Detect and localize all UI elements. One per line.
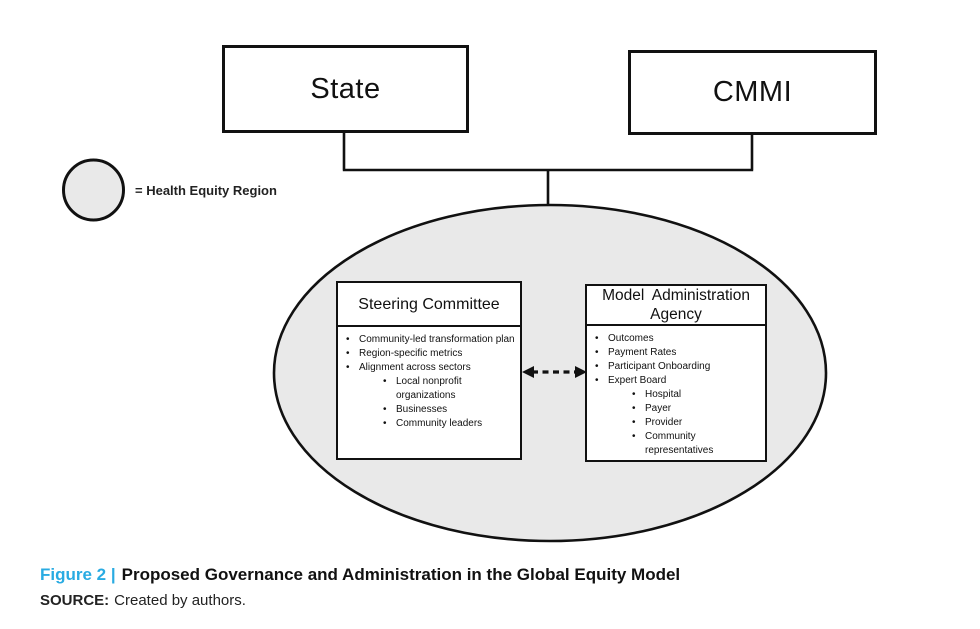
- list-item: • Region-specific metrics: [346, 347, 515, 361]
- list-item: • Participant Onboarding: [595, 360, 760, 374]
- steering-committee-title: Steering Committee: [338, 283, 520, 327]
- list-item: • Community-led transformation plan: [346, 333, 515, 347]
- state-box: State: [222, 45, 469, 133]
- bullet-icon: •: [595, 347, 599, 358]
- list-item: • Community representatives: [632, 430, 760, 458]
- figure-caption: Figure 2 | Proposed Governance and Admini…: [40, 563, 680, 611]
- steering-committee-box: Steering Committee • Community-led transf…: [336, 281, 522, 460]
- list-item-label: Participant Onboarding: [608, 361, 711, 372]
- legend-label: = Health Equity Region: [135, 183, 277, 198]
- model-administration-agency-box: Model Administration Agency • Outcomes • Pa…: [585, 284, 767, 462]
- bidirectional-arrow-icon: [522, 366, 587, 378]
- state-box-label: State: [310, 72, 381, 105]
- figure-label: Figure 2 |: [40, 565, 116, 584]
- bullet-icon: •: [595, 361, 599, 372]
- list-item-label: Community representatives: [645, 431, 714, 456]
- figure-caption-line: Figure 2 | Proposed Governance and Admini…: [40, 563, 680, 587]
- bullet-icon: •: [383, 418, 387, 429]
- list-item-label: Provider: [645, 417, 683, 428]
- cmmi-box-label: CMMI: [712, 76, 793, 108]
- bullet-icon: •: [632, 389, 636, 400]
- list-item: • Businesses: [383, 403, 515, 417]
- list-item: • Payer: [632, 402, 760, 416]
- model-administration-agency-list: • Outcomes • Payment Rates • Participant Onbo…: [587, 326, 765, 462]
- list-item: • Alignment across sectors: [346, 361, 515, 375]
- bullet-icon: •: [595, 375, 599, 386]
- list-item-label: Community-led transformation plan: [359, 334, 515, 345]
- bullet-icon: •: [632, 403, 636, 414]
- list-item: • Hospital: [632, 388, 760, 402]
- figure-title: Proposed Governance and Administration i…: [121, 565, 681, 584]
- bullet-icon: •: [595, 333, 599, 344]
- list-item-label: Community leaders: [396, 418, 483, 429]
- list-item-label: Expert Board: [608, 375, 667, 386]
- source-line: SOURCE:Created by authors.: [40, 590, 680, 611]
- list-item-label: Businesses: [396, 404, 448, 415]
- cmmi-box: CMMI: [628, 50, 877, 135]
- bullet-icon: •: [346, 362, 350, 373]
- model-administration-agency-title: Model Administration Agency: [587, 286, 765, 326]
- bullet-icon: •: [346, 348, 350, 359]
- list-item-label: Outcomes: [608, 333, 654, 344]
- list-item-label: Payment Rates: [608, 347, 677, 358]
- bullet-icon: •: [632, 431, 636, 442]
- source-text: Created by authors.: [114, 592, 246, 609]
- bullet-icon: •: [383, 376, 387, 387]
- list-item-label: Region-specific metrics: [359, 348, 463, 359]
- list-item: • Outcomes: [595, 332, 760, 346]
- bullet-icon: •: [632, 417, 636, 428]
- bullet-icon: •: [346, 334, 350, 345]
- list-item-label: Local nonprofit organizations: [396, 376, 462, 401]
- steering-committee-list: • Community-led transformation plan • Regio…: [338, 327, 520, 458]
- list-item-label: Alignment across sectors: [359, 362, 471, 373]
- bullet-icon: •: [383, 404, 387, 415]
- list-item: • Community leaders: [383, 417, 515, 431]
- list-item-label: Hospital: [645, 389, 682, 400]
- list-item: • Provider: [632, 416, 760, 430]
- hierarchy-connector-line: [342, 133, 754, 207]
- list-item: • Expert Board: [595, 374, 760, 388]
- source-label: SOURCE:: [40, 592, 110, 609]
- list-item-label: Payer: [645, 403, 672, 414]
- list-item: • Payment Rates: [595, 346, 760, 360]
- list-item: • Local nonprofit organizations: [383, 375, 515, 403]
- health-equity-region-legend-circle: [62, 158, 125, 222]
